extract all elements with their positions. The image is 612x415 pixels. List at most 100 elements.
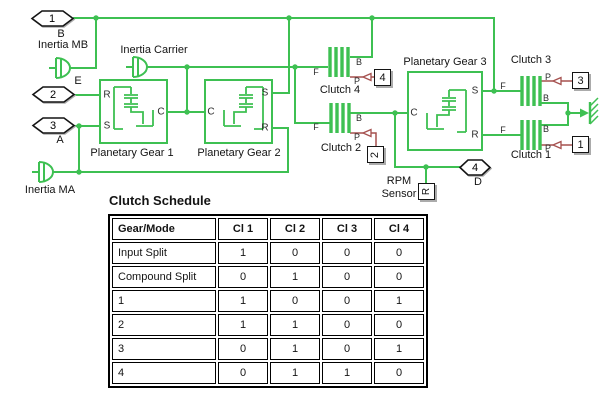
wire-clutch2-f[interactable] <box>294 67 330 124</box>
inertia-ma-icon[interactable] <box>32 161 54 183</box>
clutch-state-cell: 0 <box>374 242 424 264</box>
inertia-carrier-icon[interactable] <box>126 56 148 78</box>
clutch-state-cell: 0 <box>322 290 372 312</box>
port-label-b: B <box>57 28 65 40</box>
clutch-state-cell: 0 <box>322 266 372 288</box>
signal-source-1-value: 1 <box>577 138 584 151</box>
clutch2-port-f: F <box>313 122 319 132</box>
gear-mode-cell: Input Split <box>112 242 216 264</box>
junction-dot <box>292 64 298 70</box>
clutch-state-cell: 0 <box>218 338 268 360</box>
rpm-sensor-block[interactable]: R <box>418 183 435 200</box>
signal-source-block-3[interactable]: 3 <box>572 72 589 89</box>
outport-4-number: 4 <box>471 162 479 174</box>
inertia-mb-label: Inertia MB <box>37 39 89 51</box>
inertia-mb-icon[interactable] <box>49 57 71 79</box>
clutch-state-cell: 0 <box>374 362 424 384</box>
pg1-port-s: S <box>103 120 111 132</box>
gear-mode-cell: 2 <box>112 314 216 336</box>
gear-mode-cell: 3 <box>112 338 216 360</box>
clutch1-port-p: P <box>544 143 552 153</box>
clutch-state-cell: 0 <box>218 362 268 384</box>
planetary-gear-1-label: Planetary Gear 1 <box>90 147 174 159</box>
rpm-sensor-label: RPM Sensor <box>381 175 417 200</box>
wire-clutch4-b[interactable] <box>350 18 373 58</box>
junction-dot <box>76 169 82 175</box>
wire-shaft-b-main[interactable] <box>73 17 495 91</box>
clutch4-port-f: F <box>313 67 319 77</box>
clutch-state-cell: 0 <box>322 314 372 336</box>
junction-dot <box>76 123 82 129</box>
ground-reference-icon[interactable] <box>580 97 599 125</box>
clutch-4-label: Clutch 4 <box>319 84 361 96</box>
clutch-2-label: Clutch 2 <box>320 142 362 154</box>
clutch1-port-b: B <box>542 124 550 134</box>
wire-clutch3-b[interactable] <box>541 102 569 113</box>
inport-1-number: 1 <box>48 13 56 25</box>
planetary-gear-3-block[interactable] <box>407 71 483 151</box>
wire-inertia-mb[interactable] <box>70 18 97 69</box>
clutch4-icon[interactable] <box>328 47 350 77</box>
pg3-port-s: S <box>471 85 479 97</box>
clutch-schedule-title: Clutch Schedule <box>109 193 211 208</box>
inport-2-hexagon[interactable] <box>31 86 76 103</box>
junction-dot <box>565 110 571 116</box>
signal-source-block-1[interactable]: 1 <box>572 136 589 153</box>
inertia-ma-label: Inertia MA <box>24 184 76 196</box>
junction-dot <box>184 64 190 70</box>
junction-dot <box>184 109 190 115</box>
clutch4-port-p: P <box>353 76 361 86</box>
wire-inertia-ma-pg2r[interactable] <box>53 127 289 173</box>
pg3-port-c: C <box>410 107 418 119</box>
signal-source-4-value: 4 <box>379 71 386 84</box>
clutch1-port-f: F <box>500 125 506 135</box>
wire-pg2-sun-to-b[interactable] <box>272 18 290 94</box>
signal-source-block-2[interactable]: 2 <box>367 146 384 163</box>
clutch3-icon[interactable] <box>520 76 542 106</box>
wire-clutch1-b[interactable] <box>541 113 569 126</box>
inertia-carrier-label: Inertia Carrier <box>120 44 188 56</box>
clutch-state-cell: 1 <box>218 314 268 336</box>
signal-source-3-value: 3 <box>577 74 584 87</box>
clutch2-icon[interactable] <box>329 103 351 133</box>
pg2-port-r: R <box>261 122 269 134</box>
junction-dot <box>369 15 375 21</box>
clutch-state-cell: 1 <box>270 314 320 336</box>
ps-port-arrow-icon <box>361 72 372 82</box>
clutch3-port-f: F <box>500 81 506 91</box>
junction-dot <box>286 15 292 21</box>
outport-4-hexagon[interactable] <box>458 159 492 176</box>
clutch-state-cell: 0 <box>322 338 372 360</box>
clutch-state-cell: 0 <box>322 242 372 264</box>
rpm-sensor-glyph: R <box>420 187 432 196</box>
table-header-cell: Cl 4 <box>374 218 424 240</box>
inport-2-number: 2 <box>49 89 57 101</box>
clutch1-icon[interactable] <box>520 120 542 150</box>
junction-dot <box>423 164 429 170</box>
planetary-gear-1-block[interactable] <box>99 79 168 144</box>
clutch-state-cell: 1 <box>270 362 320 384</box>
clutch-1-label: Clutch 1 <box>510 149 552 161</box>
clutch4-port-b: B <box>355 57 363 67</box>
planetary-gear-2-block[interactable] <box>204 79 273 144</box>
clutch-state-cell: 0 <box>218 266 268 288</box>
signal-source-block-4[interactable]: 4 <box>374 69 391 86</box>
signal-clutch2-p[interactable] <box>350 132 377 146</box>
clutch-state-cell: 0 <box>374 266 424 288</box>
clutch-state-cell: 0 <box>270 290 320 312</box>
inport-3-hexagon[interactable] <box>31 117 76 134</box>
inport-1-hexagon[interactable] <box>30 10 75 27</box>
clutch2-port-b: B <box>355 113 363 123</box>
planetary-gear-glyph <box>113 86 154 130</box>
clutch-state-cell: 0 <box>270 242 320 264</box>
ps-port-arrow-icon <box>551 76 562 86</box>
clutch2-port-p: P <box>353 132 361 142</box>
